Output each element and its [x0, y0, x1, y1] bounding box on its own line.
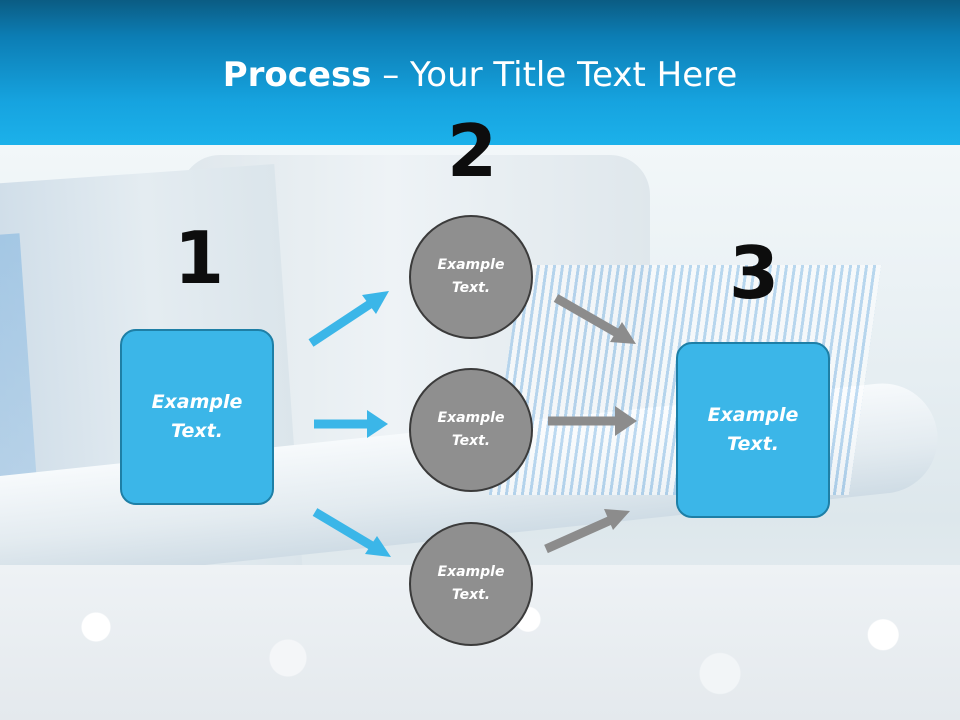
step-3-box: Example Text. — [676, 342, 830, 518]
arrow-1-to-bottom — [312, 508, 391, 557]
arrow-top-to-3 — [553, 294, 636, 344]
arrow-bottom-to-3 — [544, 509, 630, 554]
step-2-circle-middle: Example Text. — [409, 368, 533, 492]
step-2-circle-middle-text: Example Text. — [437, 410, 505, 449]
arrow-1-to-middle — [314, 410, 388, 438]
slide-title: Process – Your Title Text Here — [0, 54, 960, 96]
step-2-circle-bottom: Example Text. — [409, 522, 533, 646]
step-2-circle-top: Example Text. — [409, 215, 533, 339]
step-number-1: 1 — [173, 216, 225, 300]
step-2-circle-top-text: Example Text. — [437, 257, 505, 296]
arrow-1-to-top — [308, 291, 389, 347]
arrow-middle-to-3 — [548, 406, 637, 436]
step-1-box: Example Text. — [120, 329, 274, 505]
step-number-3: 3 — [728, 231, 780, 315]
title-bold: Process — [222, 55, 372, 95]
step-number-2: 2 — [446, 109, 498, 193]
step-1-text: Example Text. — [151, 391, 243, 442]
header-bar — [0, 0, 960, 145]
step-3-text: Example Text. — [707, 404, 799, 455]
title-rest: – Your Title Text Here — [371, 55, 738, 95]
step-2-circle-bottom-text: Example Text. — [437, 564, 505, 603]
